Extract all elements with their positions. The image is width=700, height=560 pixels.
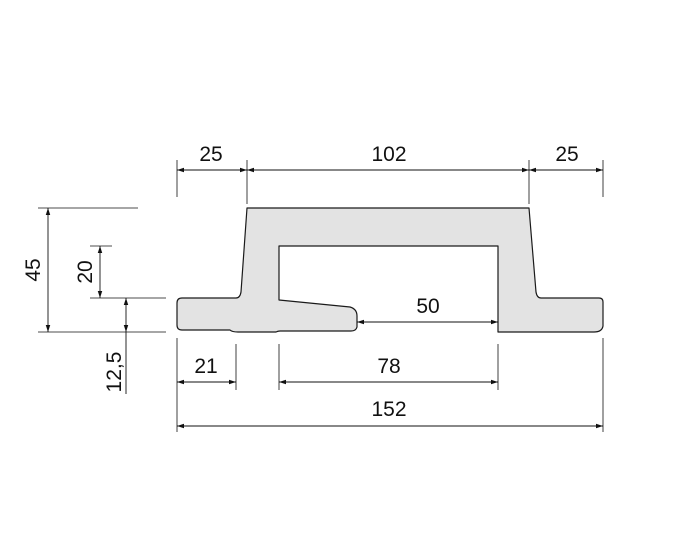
dim-text-top-middle: 102 <box>371 143 406 166</box>
dim-text-base-height: 12,5 <box>103 352 126 393</box>
dim-text-total-height: 45 <box>22 258 45 281</box>
dim-text-top-left: 25 <box>199 143 222 166</box>
dim-text-top-right: 25 <box>555 143 578 166</box>
dim-text-left-foot: 21 <box>194 355 217 378</box>
profile-cross-section <box>176 207 604 333</box>
dim-text-total-width: 152 <box>371 398 406 421</box>
dim-text-inner-bottom: 78 <box>377 355 400 378</box>
dim-text-inner-height: 20 <box>74 260 97 283</box>
dim-text-slot: 50 <box>416 295 439 318</box>
